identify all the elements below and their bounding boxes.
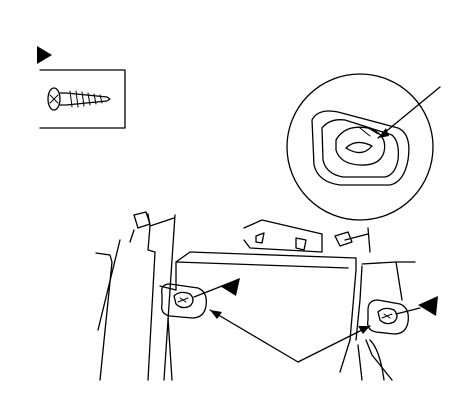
- left-clip-marker-icon: [220, 278, 240, 296]
- legend-marker-icon: [37, 46, 52, 64]
- panel-assembly: [95, 211, 416, 381]
- screw-icon: [47, 87, 111, 111]
- left-clip: [161, 278, 240, 319]
- clip-detail-icon: [311, 110, 410, 186]
- detail-circle: [286, 73, 434, 221]
- right-clip: [367, 296, 438, 335]
- screw-legend: [37, 46, 126, 129]
- legend-box: [39, 69, 126, 129]
- detail-pointer: [377, 86, 441, 139]
- small-clip-right: [334, 231, 353, 247]
- right-clip-marker-icon: [418, 296, 438, 316]
- clip-pointers: [209, 309, 371, 363]
- clip-slot: [335, 126, 386, 166]
- detail-view: [286, 73, 441, 221]
- small-clip-left: [133, 211, 151, 229]
